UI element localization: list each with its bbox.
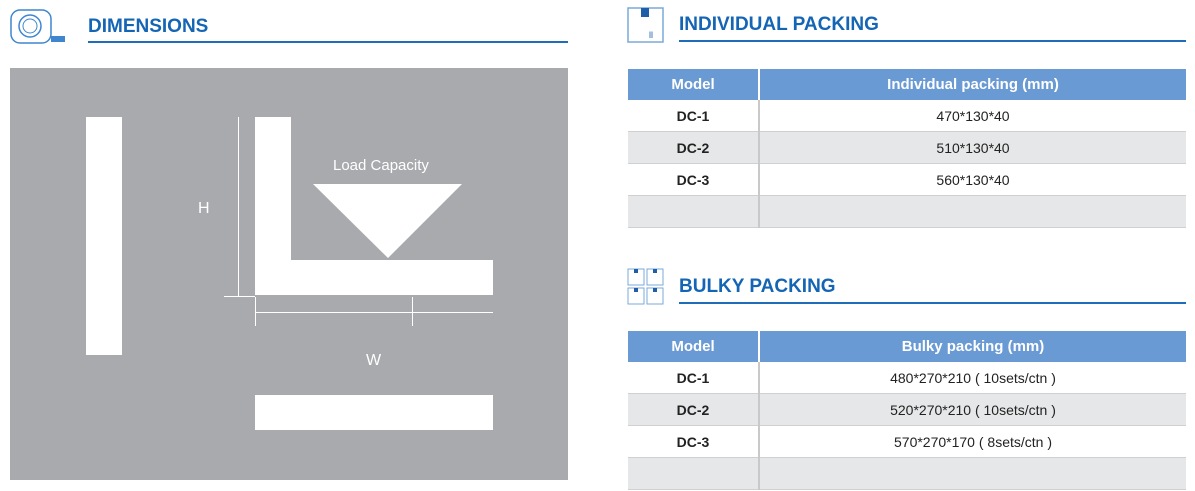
header-model: Model — [628, 69, 760, 100]
width-tick-right — [412, 297, 413, 326]
table-row — [628, 195, 1186, 228]
packing-cell: 510*130*40 — [759, 131, 1186, 164]
profile-top-view — [255, 395, 493, 430]
model-cell — [628, 457, 760, 490]
boxes-icon — [627, 268, 664, 305]
model-cell: DC-2 — [628, 131, 760, 164]
width-label: W — [366, 352, 382, 369]
width-dimension-line — [255, 312, 493, 313]
model-cell — [628, 195, 760, 228]
packing-cell: 520*270*210 ( 10sets/ctn ) — [759, 393, 1186, 426]
title-rule — [88, 41, 568, 43]
tape-measure-icon — [10, 9, 65, 44]
model-cell: DC-1 — [628, 100, 760, 132]
profile-side-view — [86, 117, 122, 355]
model-cell: DC-2 — [628, 393, 760, 426]
header-packing: Individual packing (mm) — [759, 69, 1186, 100]
height-tick — [224, 296, 255, 297]
title-rule — [679, 40, 1186, 42]
dimensions-title: DIMENSIONS — [88, 16, 209, 37]
packing-cell: 560*130*40 — [759, 163, 1186, 196]
individual-packing-title: INDIVIDUAL PACKING — [679, 14, 879, 35]
load-arrow-icon — [313, 184, 462, 258]
box-icon: ll — [627, 7, 664, 43]
bulky-packing-title: BULKY PACKING — [679, 276, 836, 297]
model-cell: DC-3 — [628, 163, 760, 196]
angle-horizontal-leg — [255, 260, 493, 295]
title-rule — [679, 302, 1186, 304]
header-packing: Bulky packing (mm) — [759, 331, 1186, 362]
svg-text:ll: ll — [649, 30, 653, 40]
width-tick-left — [255, 297, 256, 326]
packing-cell: 470*130*40 — [759, 100, 1186, 132]
height-label: H — [198, 200, 210, 217]
load-capacity-label: Load Capacity — [333, 157, 429, 174]
packing-cell: 480*270*210 ( 10sets/ctn ) — [759, 362, 1186, 394]
table-row — [628, 457, 1186, 490]
packing-cell: 570*270*170 ( 8sets/ctn ) — [759, 425, 1186, 458]
packing-cell — [759, 457, 1186, 490]
header-model: Model — [628, 331, 760, 362]
model-cell: DC-3 — [628, 425, 760, 458]
model-cell: DC-1 — [628, 362, 760, 394]
packing-cell — [759, 195, 1186, 228]
height-dimension-line — [238, 117, 239, 297]
